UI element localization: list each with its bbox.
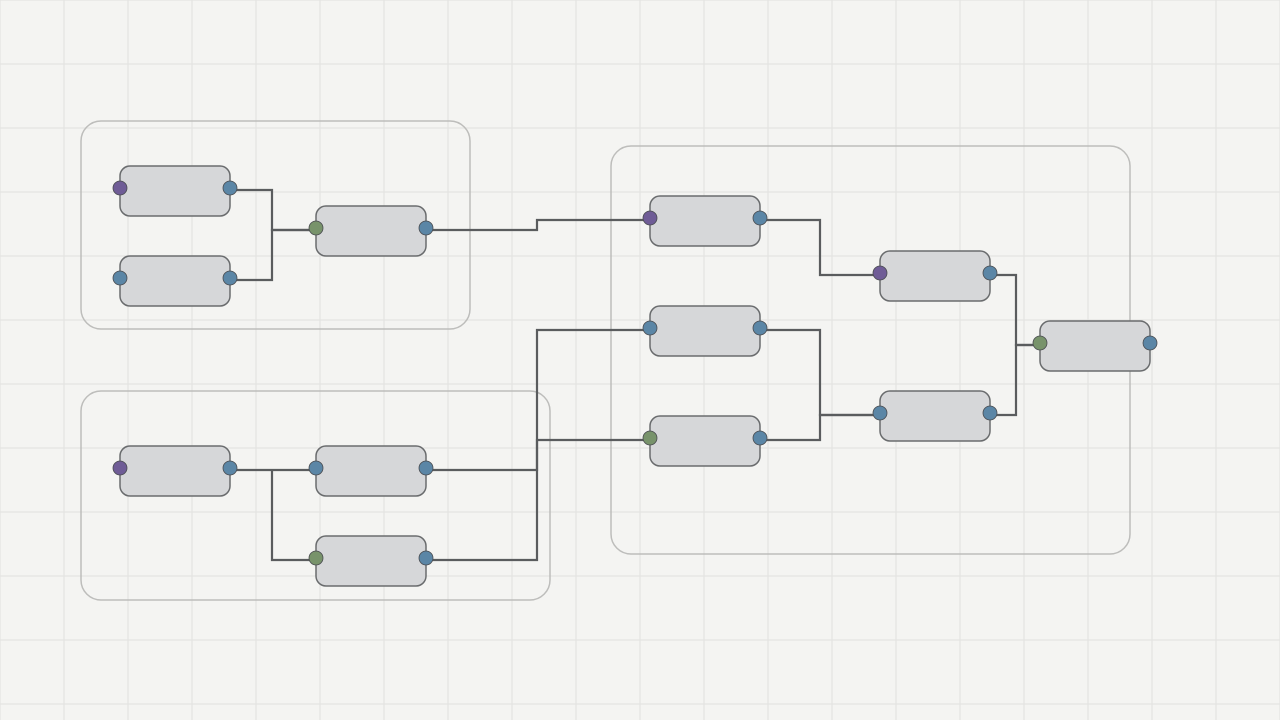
edge-n11-n12[interactable] [990,343,1040,417]
nodes [112,165,1158,587]
input-port-blue[interactable] [872,405,888,421]
edge-n10-n12[interactable] [990,273,1040,347]
input-port-green[interactable] [308,550,324,566]
node-box[interactable] [649,195,761,247]
node-box[interactable] [315,445,427,497]
node-box[interactable] [315,535,427,587]
edge-n8-n11[interactable] [760,328,880,417]
node-n12[interactable] [1032,320,1158,372]
edges [230,188,1040,562]
input-port-green[interactable] [642,430,658,446]
edge-n1-n3[interactable] [230,188,316,232]
output-port-blue[interactable] [418,460,434,476]
output-port-blue[interactable] [1142,335,1158,351]
group-frame-group-b [80,390,551,601]
group-frames [80,120,1131,601]
node-box[interactable] [119,445,231,497]
output-port-blue[interactable] [418,220,434,236]
node-box[interactable] [879,250,991,302]
input-port-purple[interactable] [642,210,658,226]
output-port-blue[interactable] [222,180,238,196]
node-n11[interactable] [872,390,998,442]
input-port-blue[interactable] [112,270,128,286]
output-port-blue[interactable] [752,210,768,226]
output-port-blue[interactable] [752,430,768,446]
node-box[interactable] [879,390,991,442]
node-box[interactable] [119,165,231,217]
output-port-blue[interactable] [982,405,998,421]
node-box[interactable] [649,305,761,357]
node-n10[interactable] [872,250,998,302]
input-port-purple[interactable] [112,460,128,476]
edge-n9-n11[interactable] [760,413,880,442]
node-box[interactable] [315,205,427,257]
output-port-blue[interactable] [222,270,238,286]
node-n7[interactable] [642,195,768,247]
input-port-purple[interactable] [872,265,888,281]
edge-n6-n8[interactable] [425,328,650,562]
node-n8[interactable] [642,305,768,357]
output-port-blue[interactable] [982,265,998,281]
node-n6[interactable] [308,535,434,587]
node-n5[interactable] [308,445,434,497]
node-n2[interactable] [112,255,238,307]
input-port-green[interactable] [1032,335,1048,351]
edge-n3-n7[interactable] [425,218,650,232]
group-frame-group-a [80,120,471,330]
node-n1[interactable] [112,165,238,217]
node-box[interactable] [119,255,231,307]
node-n9[interactable] [642,415,768,467]
input-port-blue[interactable] [642,320,658,336]
node-box[interactable] [649,415,761,467]
input-port-green[interactable] [308,220,324,236]
output-port-blue[interactable] [222,460,238,476]
input-port-purple[interactable] [112,180,128,196]
edge-n2-n3[interactable] [230,228,316,282]
node-box[interactable] [1039,320,1151,372]
output-port-blue[interactable] [752,320,768,336]
edge-n7-n10[interactable] [760,218,880,277]
edge-n4-n6[interactable] [270,470,316,562]
output-port-blue[interactable] [418,550,434,566]
input-port-blue[interactable] [308,460,324,476]
node-n4[interactable] [112,445,238,497]
node-n3[interactable] [308,205,434,257]
